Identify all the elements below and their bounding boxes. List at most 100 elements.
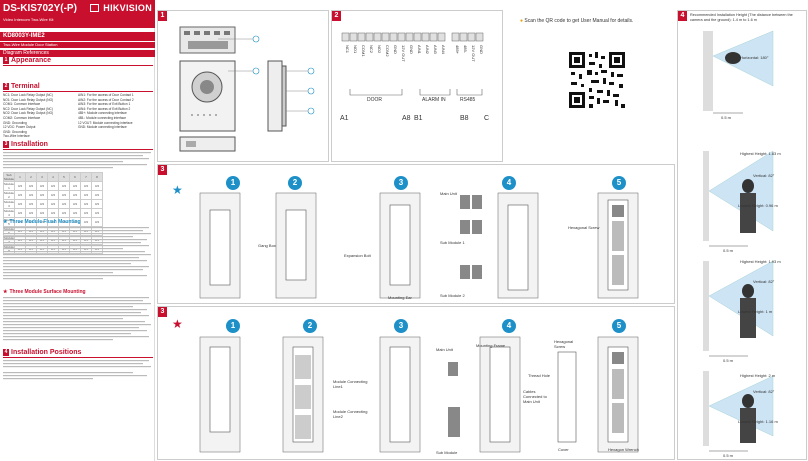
table-cell: 3/4: [14, 199, 26, 209]
terminal-label: AIN2: [425, 45, 430, 55]
product-subtitle: Video Intercom Two-Wire Kit: [3, 17, 54, 22]
table-cell: 3/4: [58, 181, 70, 191]
table-cell: Module 1: [3, 181, 15, 191]
table-cell: 3/4: [36, 208, 48, 218]
highest-height-1: Highest Height: 1.83 m: [740, 151, 781, 156]
step-4: 4: [502, 176, 516, 190]
table-cell: 4: [47, 172, 59, 182]
label-module-line-2: Module Connecting Line2: [333, 409, 368, 419]
terminal-pin: [365, 32, 374, 42]
section-installation: 3 Installation: [3, 141, 48, 148]
table-cell: 3/4: [91, 181, 103, 191]
terminal-label: NO1: [353, 45, 358, 54]
terminal-pin: [429, 32, 438, 42]
terminal-pin: [421, 32, 430, 42]
table-cell: 3/4: [47, 181, 59, 191]
table-cell: Sub Module: [3, 172, 15, 182]
lowest-height-3: Lowest Height: 1.16 m: [738, 419, 778, 424]
group-rs485: RS485: [460, 97, 476, 103]
table-cell: 8: [91, 172, 103, 182]
table-cell: Module 3: [3, 199, 15, 209]
terminal-label: 12V OUT: [471, 45, 476, 62]
connector-b8: B8: [460, 115, 469, 122]
terminal-pin: [475, 32, 484, 42]
vertical-angle-2: Vertical: 82°: [753, 279, 775, 284]
label-cover: Cover: [558, 447, 569, 452]
connector-a8: A8: [402, 115, 411, 122]
panel-flush-mounting: 3 ★ 1 2 3 4 5 Gang Box Expansion: [157, 164, 675, 304]
distance-4: 0.5 m: [723, 453, 734, 458]
module-subtitle: Two-Wire Module Door Station: [0, 42, 155, 48]
label-hexagonal-screw: Hexagonal Screw: [554, 339, 574, 349]
terminal-label: AIN1: [417, 45, 422, 55]
table-cell: 3/4: [25, 208, 37, 218]
table-cell: 3/4: [47, 208, 59, 218]
label-sub-module-1: Sub Module 1: [440, 240, 465, 245]
terminal-pin: [451, 32, 460, 42]
divider: [3, 91, 153, 92]
diagram-references: Diagram References: [0, 50, 155, 57]
terminal-label: 485-: [463, 45, 468, 54]
table-cell: 6: [69, 172, 81, 182]
terminal-pin: [341, 32, 350, 42]
label-module-line-1: Module Connecting Line1: [333, 379, 368, 389]
terminal-pin: [373, 32, 382, 42]
terminal-label: NC2: [369, 45, 374, 54]
table-cell: 3/4: [69, 181, 81, 191]
recommended-height: Recommended Installation Height (The dis…: [690, 13, 793, 22]
terminal-pin: [413, 32, 422, 42]
highest-height-3: Highest Height: 2 m: [740, 373, 776, 378]
terminal-label: GND: [409, 45, 414, 54]
step-3: 3: [394, 176, 408, 190]
table-cell: 3/4: [69, 208, 81, 218]
label-gang-box: Gang Box: [258, 243, 276, 248]
panel-number: 1: [158, 11, 167, 21]
terminal-pin: [467, 32, 476, 42]
distance-1: 0.5 m: [721, 115, 732, 120]
table-cell: 3/4: [80, 190, 92, 200]
horizontal-angle: Horizontal: 180°: [740, 55, 769, 60]
panel-surface-mounting: 3 ★ 1 2 3 4 5 Module Connecting Line1 Mo…: [157, 306, 675, 460]
highest-height-2: Highest Height: 1.93 m: [740, 259, 781, 264]
table-cell: 3/4: [69, 199, 81, 209]
label-sub-module-2: Sub Module 2: [440, 293, 465, 298]
terminal-label: AIN4: [441, 45, 446, 55]
terminal-label: NC1: [345, 45, 350, 54]
connector-b1: B1: [414, 115, 423, 122]
left-column: DS-KIS702Y(-P) Video Intercom Two-Wire K…: [0, 0, 155, 461]
bulb-icon: ●: [520, 18, 524, 24]
panel-number: 2: [332, 11, 341, 21]
table-cell: 3/4: [58, 199, 70, 209]
label-sub-module: Sub Module: [436, 450, 458, 455]
terminal-pin: [405, 32, 414, 42]
divider: [3, 65, 153, 66]
panel-qr: ● Scan the QR code to get User Manual fo…: [505, 10, 675, 162]
table-cell: 3/4: [80, 217, 92, 227]
qr-code: [567, 50, 627, 110]
table-cell: 3/4: [80, 181, 92, 191]
terminal-pin: [381, 32, 390, 42]
table-cell: 3/4: [14, 181, 26, 191]
distance-2: 0.5 m: [723, 248, 734, 253]
label-hexagonal-screw: Hexagonal Screw: [568, 225, 600, 230]
flush-mounting-steps: [3, 227, 151, 280]
table-cell: 3/4: [25, 181, 37, 191]
table-cell: 2: [25, 172, 37, 182]
module-model: KD8003Y-IME2: [0, 32, 155, 41]
terminal-list-right: AIN1: For the access of Door Contact 1 A…: [78, 93, 134, 130]
label-hexagon-wrench: Hexagon Wrench: [608, 447, 639, 452]
vertical-angle-1: Vertical: 82°: [753, 173, 775, 178]
table-cell: 3/4: [58, 208, 70, 218]
step-5: 5: [612, 319, 626, 333]
connector-a1: A1: [340, 115, 349, 122]
height-diagrams: [703, 30, 774, 452]
label-mounting-ear: Mounting Ear: [388, 295, 412, 300]
panel-number: 3: [158, 307, 167, 317]
step-3: 3: [394, 319, 408, 333]
panel-installation-heights: 4 Recommended Installation Height (The d…: [677, 10, 807, 460]
brand-logo: HIKVISION: [103, 3, 152, 13]
table-cell: 3: [36, 172, 48, 182]
